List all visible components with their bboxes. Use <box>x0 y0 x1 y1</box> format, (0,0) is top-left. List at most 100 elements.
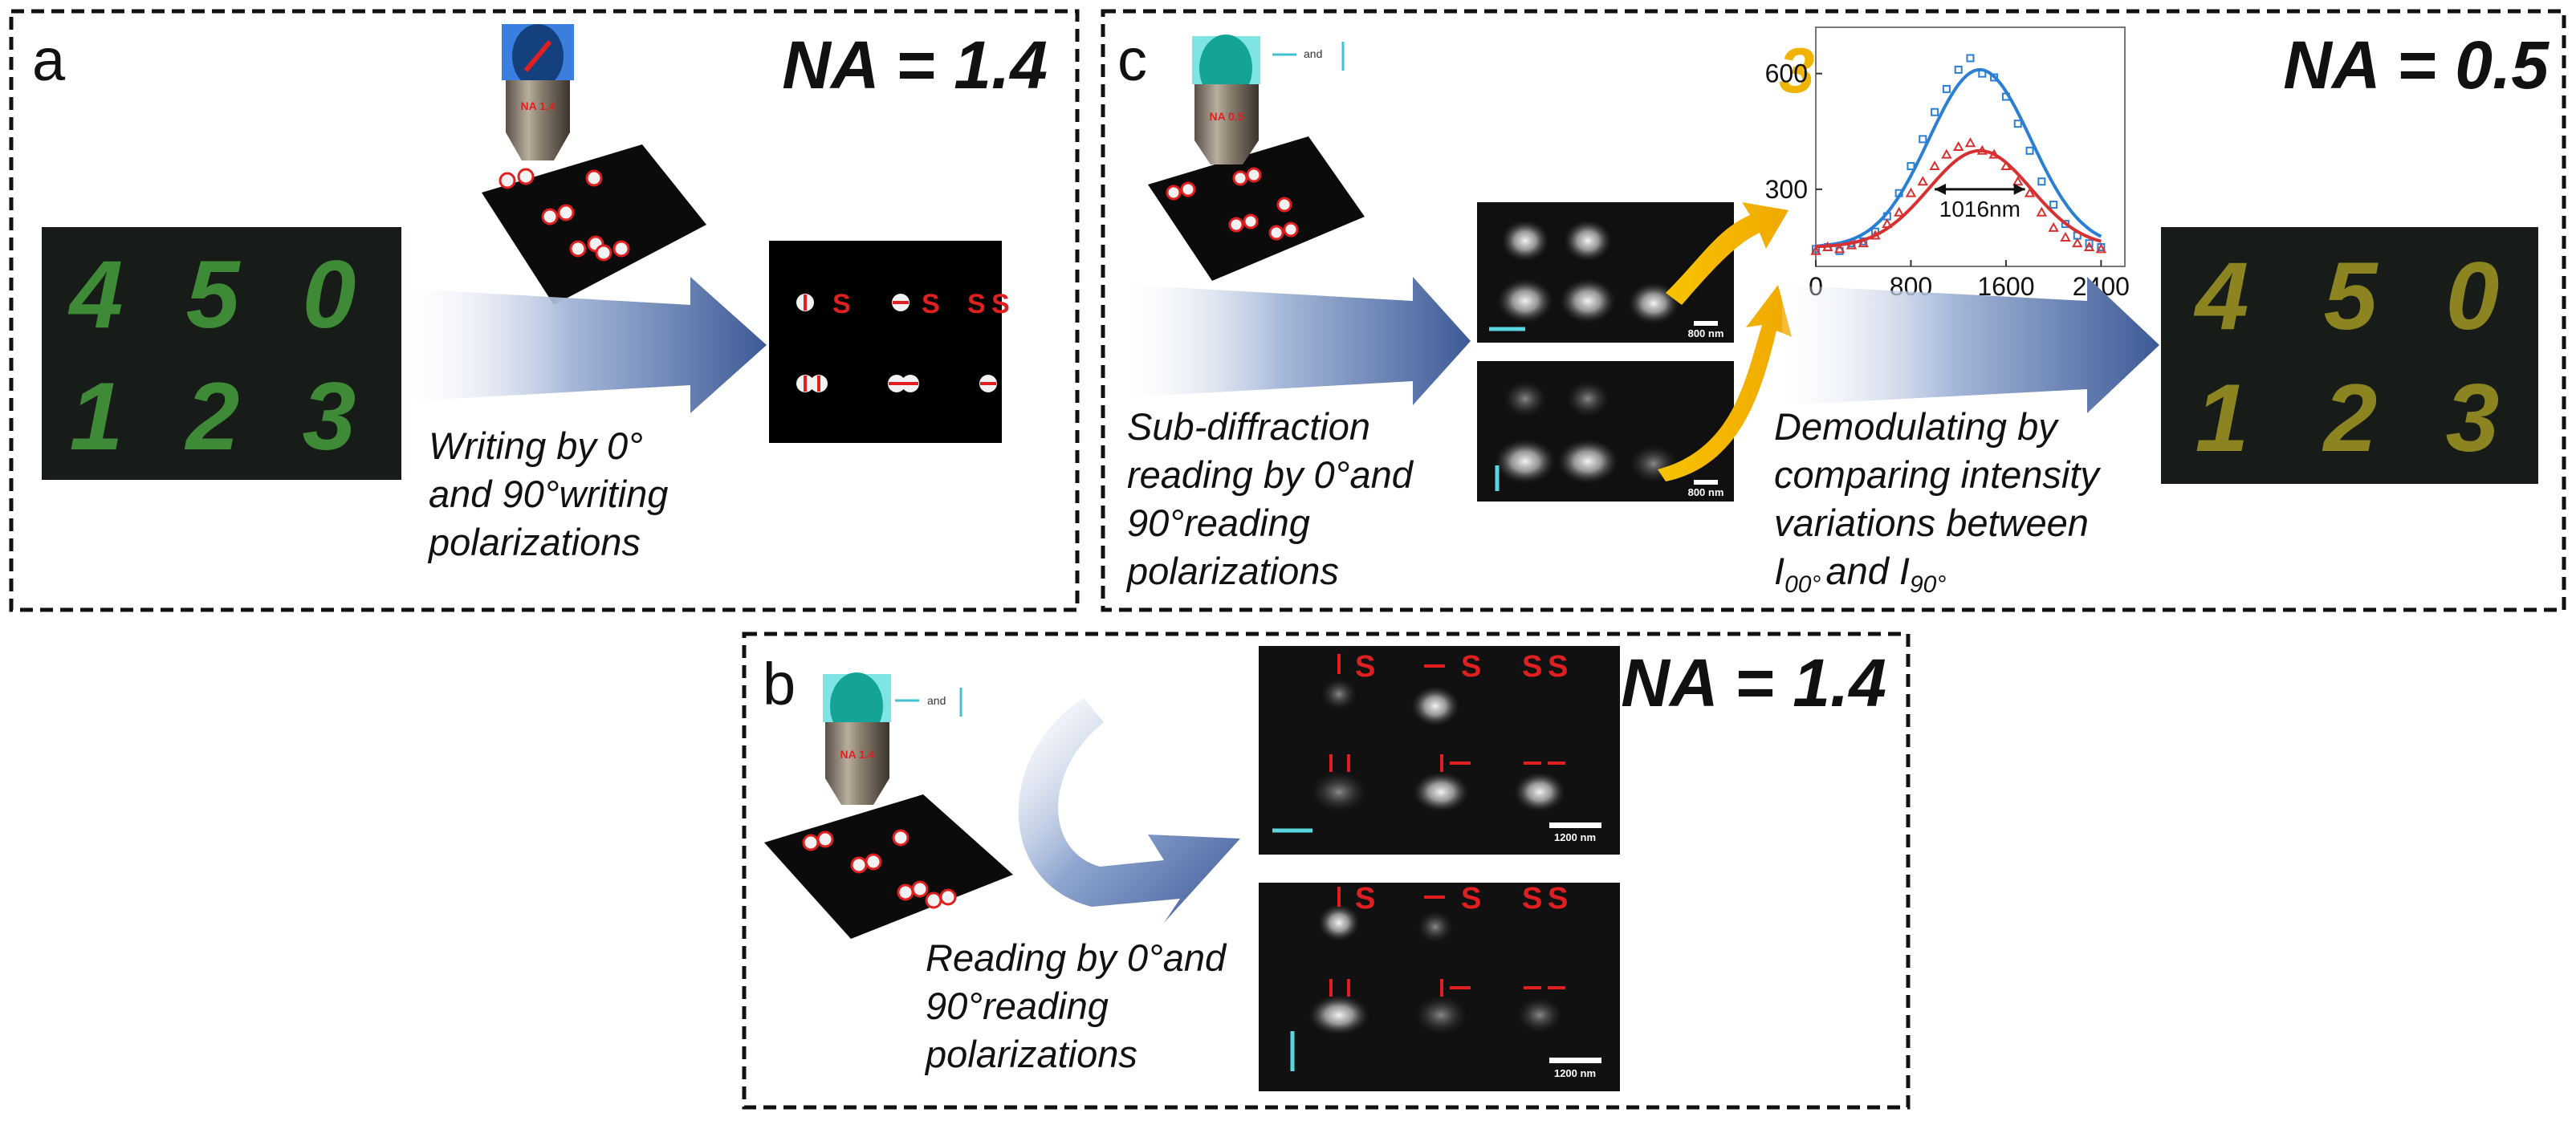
data-point <box>2037 177 2046 186</box>
s-mark: S <box>1461 650 1481 684</box>
caption-line-intensities: I00°and I90° <box>1774 550 1946 598</box>
s-mark: S <box>1522 650 1542 684</box>
data-point <box>1990 73 1999 82</box>
digit: 0 <box>2446 242 2500 350</box>
caption-line: Sub-diffraction <box>1127 405 1370 448</box>
demodulating-arrow <box>1782 277 2159 413</box>
reading-curved-arrow <box>1018 698 1240 923</box>
camera-image-b-horizontal: S S S S 1200 nm <box>1259 646 1620 855</box>
panel-b-letter: b <box>763 651 796 717</box>
data-point <box>1964 137 1976 148</box>
data-point <box>1894 189 1903 197</box>
panel-b: b NA = 1.4 NA 1.4 and <box>742 632 1911 1110</box>
panel-a: a NA = 1.4 4 5 0 1 2 3 <box>9 9 1080 612</box>
objective-label: NA 1.4 <box>840 748 874 761</box>
digit: 3 <box>303 363 356 470</box>
data-point <box>1907 162 1915 171</box>
camera-image-horizontal: 800 nm <box>1477 202 1734 343</box>
data-point <box>1833 243 1846 254</box>
caption-line: 90°reading <box>1127 502 1310 544</box>
digit: 1 <box>2196 364 2249 472</box>
digit: 2 <box>2322 364 2378 472</box>
objective-label: NA 0.5 <box>1209 110 1243 123</box>
caption-line: polarizations <box>924 1033 1137 1075</box>
caption-line: Demodulating by <box>1774 405 2059 448</box>
chart-annotation-digit: 3 <box>1779 35 1815 106</box>
scale-bar-label: 800 nm <box>1688 327 1724 339</box>
data-point <box>1966 54 1975 63</box>
camera-image-vertical: 800 nm <box>1477 361 1734 502</box>
s-mark: S <box>1461 882 1481 916</box>
caption-line: polarizations <box>1125 550 1339 592</box>
objective-label: NA 1.4 <box>520 100 555 112</box>
panel-a-letter: a <box>32 26 66 93</box>
caption-line: Writing by 0° <box>429 424 643 467</box>
y-tick-label: 600 <box>1765 59 1808 88</box>
and-label: and <box>1304 47 1322 60</box>
digit: 2 <box>185 363 240 470</box>
data-point <box>2001 92 2010 101</box>
digit: 4 <box>2194 242 2249 350</box>
caption-line: 90°reading <box>926 985 1109 1027</box>
data-point <box>2025 146 2034 155</box>
digit: 5 <box>186 241 242 348</box>
data-point <box>2012 176 2024 186</box>
s-mark: S <box>1548 650 1568 684</box>
data-point <box>1931 108 1939 116</box>
scale-bar-label: 800 nm <box>1688 486 1724 498</box>
panel-c-letter: c <box>1117 26 1147 93</box>
data-point <box>2013 120 2022 128</box>
data-point <box>1893 206 1905 217</box>
caption-line: and 90°writing <box>429 473 668 515</box>
panel-c: c NA = 0.5 NA 0.5 and <box>1101 9 2566 612</box>
writing-arrow <box>409 277 767 413</box>
data-point <box>1941 148 1952 159</box>
data-point <box>2060 231 2071 242</box>
digit: 1 <box>70 363 124 470</box>
panel-b-border <box>742 632 1911 1110</box>
s-mark: S <box>922 289 940 319</box>
panel-a-na-label: NA = 1.4 <box>782 27 1048 103</box>
data-point <box>1976 144 1988 155</box>
data-point <box>1954 65 1963 74</box>
data-point <box>1822 241 1833 251</box>
panel-a-border <box>9 9 1080 612</box>
data-point <box>1870 229 1881 240</box>
panel-c-na-label: NA = 0.5 <box>2283 27 2550 103</box>
data-point <box>2049 201 2058 209</box>
s-mark: S <box>967 289 986 319</box>
s-mark: S <box>1548 882 1568 916</box>
data-point <box>2083 241 2095 251</box>
data-point <box>1917 176 1928 186</box>
data-point <box>1810 245 1821 255</box>
digits-olive-image: 4 5 0 1 2 3 <box>2161 227 2538 484</box>
digit: 4 <box>68 241 124 348</box>
caption-line: polarizations <box>427 521 641 563</box>
data-point <box>2072 238 2083 248</box>
data-point <box>2095 243 2107 254</box>
data-point <box>2036 206 2048 217</box>
caption-line: comparing intensity <box>1774 453 2101 496</box>
camera-image-b-vertical: S S S S 1200 nm <box>1259 882 1620 1091</box>
scale-bar-label: 1200 nm <box>1554 831 1596 843</box>
s-mark: S <box>832 289 851 319</box>
caption-line: reading by 0°and <box>1127 453 1414 496</box>
data-point <box>1905 187 1917 197</box>
and-label: and <box>927 694 946 707</box>
objective-reading-illustration-b: NA 1.4 and <box>764 672 1013 939</box>
data-point <box>1846 239 1858 250</box>
panel-c-border <box>1101 9 2566 612</box>
caption-line: variations between <box>1774 502 2089 544</box>
data-point <box>1988 148 2000 159</box>
width-arrowhead <box>2013 183 2025 195</box>
s-mark: S <box>1522 882 1542 916</box>
data-point <box>1942 84 1951 93</box>
s-mark: S <box>1355 650 1375 684</box>
panel-b-na-label: NA = 1.4 <box>1621 645 1886 721</box>
data-point <box>2000 160 2012 171</box>
gold-arrow-lower <box>1658 285 1792 481</box>
objective-reading-illustration: NA 0.5 and <box>1148 35 1365 281</box>
data-point <box>1952 140 1964 151</box>
digit: 3 <box>2446 364 2500 472</box>
data-point <box>1978 69 1987 78</box>
